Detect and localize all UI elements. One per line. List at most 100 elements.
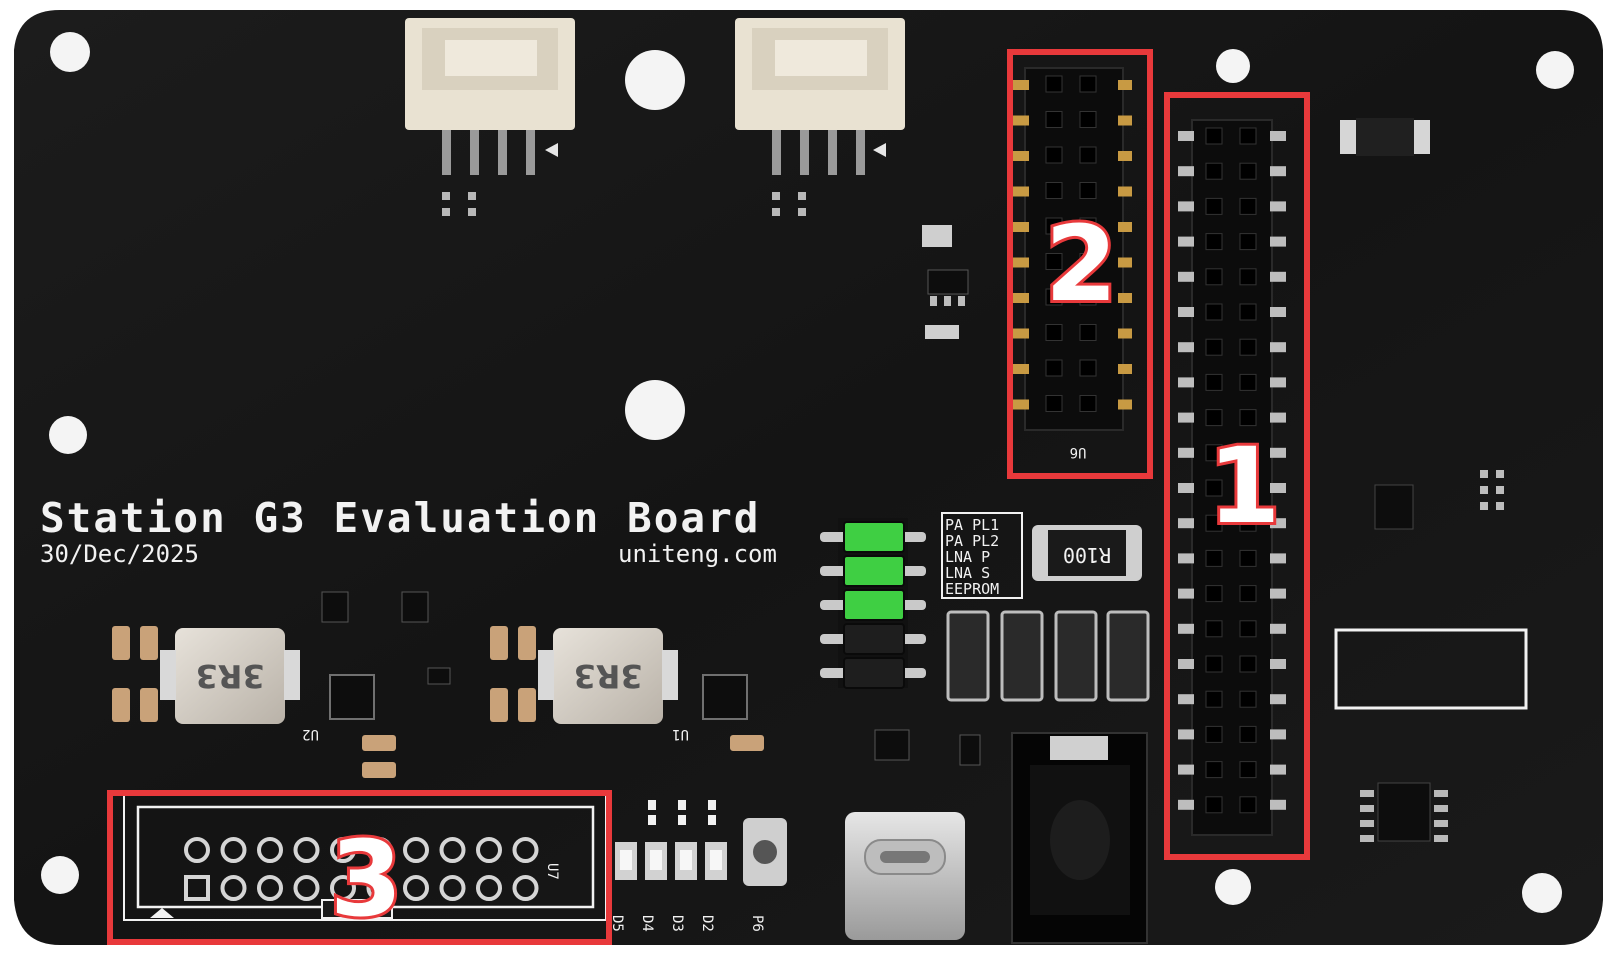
header-40pin-pad (1270, 447, 1286, 458)
dc-barrel-jack (1011, 732, 1148, 944)
header-u6-socket (1079, 146, 1097, 164)
label-u1: U1 (672, 726, 689, 742)
header-40pin-socket (1239, 162, 1257, 180)
header-40pin-pad (1270, 271, 1286, 282)
inductor-left: 3R3 (160, 628, 300, 724)
header-40pin-socket (1239, 444, 1257, 462)
header-u6-socket (1079, 75, 1097, 93)
jst-connector-right (735, 18, 905, 175)
header-u6-pad (1013, 399, 1029, 410)
jumper-labels: PA PL1 PA PL2 LNA P LNA S EEPROM (945, 516, 999, 598)
header-40pin-socket (1205, 655, 1223, 673)
u7-pin (293, 837, 320, 863)
header-40pin-socket (1205, 197, 1223, 215)
header-u6-pad (1118, 293, 1132, 303)
jumper-label-pa-pl1: PA PL1 (945, 516, 999, 534)
inductor-right-marking: 3R3 (573, 657, 642, 695)
header-40pin-pad (1178, 483, 1194, 493)
jumper-label-box (941, 512, 1023, 599)
header-40pin-pad (1178, 518, 1194, 529)
jumper-label-eeprom: EEPROM (945, 580, 999, 598)
header-u6-pad (1013, 364, 1029, 374)
header-40pin-pad (1270, 483, 1286, 493)
header-40pin-socket (1239, 303, 1257, 321)
header-u6-pad (1013, 151, 1029, 161)
header-40pin-socket (1205, 725, 1223, 743)
board-title: Station G3 Evaluation Board (40, 494, 760, 542)
header-40pin-pad (1270, 377, 1286, 388)
header-u6-pad (1013, 328, 1029, 339)
header-40pin-socket (1239, 761, 1257, 779)
sot-top-left (321, 591, 451, 685)
u7-pin (293, 875, 320, 901)
header-u6-pad (1118, 115, 1132, 126)
header-u6-socket (1045, 182, 1063, 199)
header-40pin-pad (1178, 236, 1194, 247)
header-u6-socket (1079, 182, 1097, 199)
label-u6: U6 (1070, 444, 1087, 460)
header-40pin-pad (1178, 447, 1194, 458)
header-40pin-socket (1239, 655, 1257, 673)
header-40pin-socket (1205, 162, 1223, 180)
header-40pin-pad (1178, 764, 1194, 775)
callout-number-1: 1 (1208, 425, 1280, 547)
u7-pin (220, 837, 247, 863)
jumper-shunt (843, 657, 905, 689)
header-40pin-pad (1270, 518, 1286, 529)
header-40pin-socket (1239, 620, 1257, 638)
label-d2: D2 (699, 915, 715, 932)
header-40pin-socket (1205, 233, 1223, 251)
header-40pin-socket (1239, 514, 1257, 532)
header-u6-pad (1013, 222, 1029, 232)
header-40pin-pad (1270, 694, 1286, 705)
shunt-resistor: R100 (1032, 525, 1142, 581)
header-u6-pad (1118, 222, 1132, 232)
header-u6-socket (1045, 395, 1063, 412)
push-button-p6: P6 (743, 818, 787, 932)
header-40pin-pad (1178, 623, 1194, 634)
u7-pin (330, 837, 356, 863)
header-40pin-pad (1270, 659, 1286, 669)
header-40pin-socket (1205, 444, 1223, 462)
header-40pin-socket (1205, 585, 1223, 603)
highlight-box-2 (1007, 49, 1153, 479)
inductor-right: 3R3 (538, 628, 678, 724)
header-u6-pad (1013, 257, 1029, 268)
header-40pin-pad (1270, 131, 1286, 141)
header-40pin-pad (1270, 553, 1286, 564)
label-d5: D5 (609, 915, 625, 932)
usb-c-connector (845, 812, 965, 940)
mounting-holes (41, 32, 1574, 913)
u7-pin (257, 837, 283, 863)
callout-number-2: 2 (1045, 203, 1117, 325)
header-u6-socket (1079, 395, 1097, 412)
u7-pin (439, 875, 466, 901)
header-u6-socket (1045, 359, 1063, 377)
header-40pin-socket (1239, 796, 1257, 814)
header-40pin-pad (1178, 799, 1194, 810)
header-u6-pad (1118, 328, 1132, 339)
header-40pin-pad (1270, 307, 1286, 317)
header-40pin-socket (1205, 690, 1223, 708)
u7-pin (403, 837, 429, 863)
header-40pin-socket (1239, 725, 1257, 743)
jumper-shunt (843, 555, 905, 587)
header-u6-socket (1045, 146, 1063, 164)
header-u6-pad (1013, 80, 1029, 90)
header-40pin-socket (1239, 549, 1257, 567)
header-40pin-socket (1239, 409, 1257, 427)
silkscreen-box (1334, 628, 1528, 710)
header-40pin-pad (1178, 659, 1194, 669)
header-u6-pad (1013, 293, 1029, 303)
header-u6-pad (1013, 186, 1029, 197)
jst-connector-left (405, 18, 575, 175)
header-40pin-socket (1239, 233, 1257, 251)
header-40pin-socket (1205, 409, 1223, 427)
header-40pin-pad (1270, 588, 1286, 599)
ic-right-middle (1374, 470, 1504, 530)
u7-pin (512, 837, 539, 863)
board-website: uniteng.com (618, 540, 777, 568)
header-40pin-socket (1239, 127, 1257, 145)
header-40pin-pad (1270, 342, 1286, 353)
label-u7: U7 (544, 863, 560, 880)
